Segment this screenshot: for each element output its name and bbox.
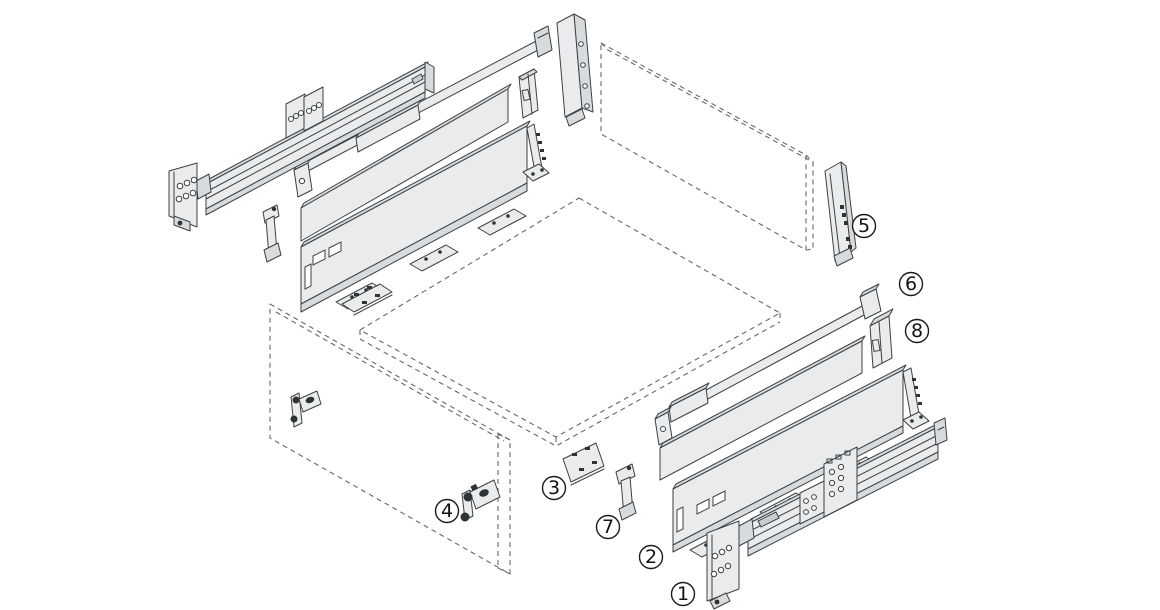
left-inner-panel	[300, 83, 512, 242]
right-inner-panel	[659, 335, 866, 481]
callout-label-4: 4	[441, 500, 453, 522]
callout-7: 7	[595, 514, 621, 540]
cover-cap	[869, 308, 894, 369]
drawer-bottom-outline	[359, 197, 781, 447]
rear-bracket	[824, 161, 857, 267]
front-panel-outline	[269, 303, 511, 575]
callout-label-8: 8	[911, 320, 923, 342]
left-mounting-plates	[285, 86, 324, 139]
callout-label-1: 1	[677, 583, 689, 605]
gallery-rail	[654, 283, 882, 446]
cover-plate	[562, 442, 605, 486]
slide-rail	[706, 417, 948, 610]
callout-4: 4	[434, 498, 460, 524]
callout-5: 5	[851, 213, 877, 239]
callout-2: 2	[638, 544, 664, 570]
callout-label-6: 6	[905, 273, 917, 295]
callouts: 12 3 4 5 6 7 8	[434, 213, 930, 607]
front-bracket-right	[460, 479, 501, 522]
callout-label-2: 2	[645, 546, 657, 568]
callout-label-3: 3	[548, 477, 560, 499]
callout-8: 8	[904, 318, 930, 344]
left-support-bracket	[262, 204, 282, 263]
callout-label-7: 7	[602, 516, 614, 538]
left-slide-rail	[195, 61, 435, 216]
callout-1: 1	[670, 581, 696, 607]
callout-6: 6	[898, 271, 924, 297]
left-cover-cap	[518, 68, 539, 119]
left-rear-bracket	[556, 13, 594, 127]
callout-label-5: 5	[858, 215, 870, 237]
support-bracket	[615, 463, 637, 521]
left-front-bracket	[168, 162, 198, 232]
back-panel-outline	[600, 42, 814, 251]
left-drawer-side-panel	[300, 120, 550, 313]
left-cover-plate	[341, 283, 393, 316]
front-bracket-left	[290, 390, 322, 428]
callout-3: 3	[541, 475, 567, 501]
